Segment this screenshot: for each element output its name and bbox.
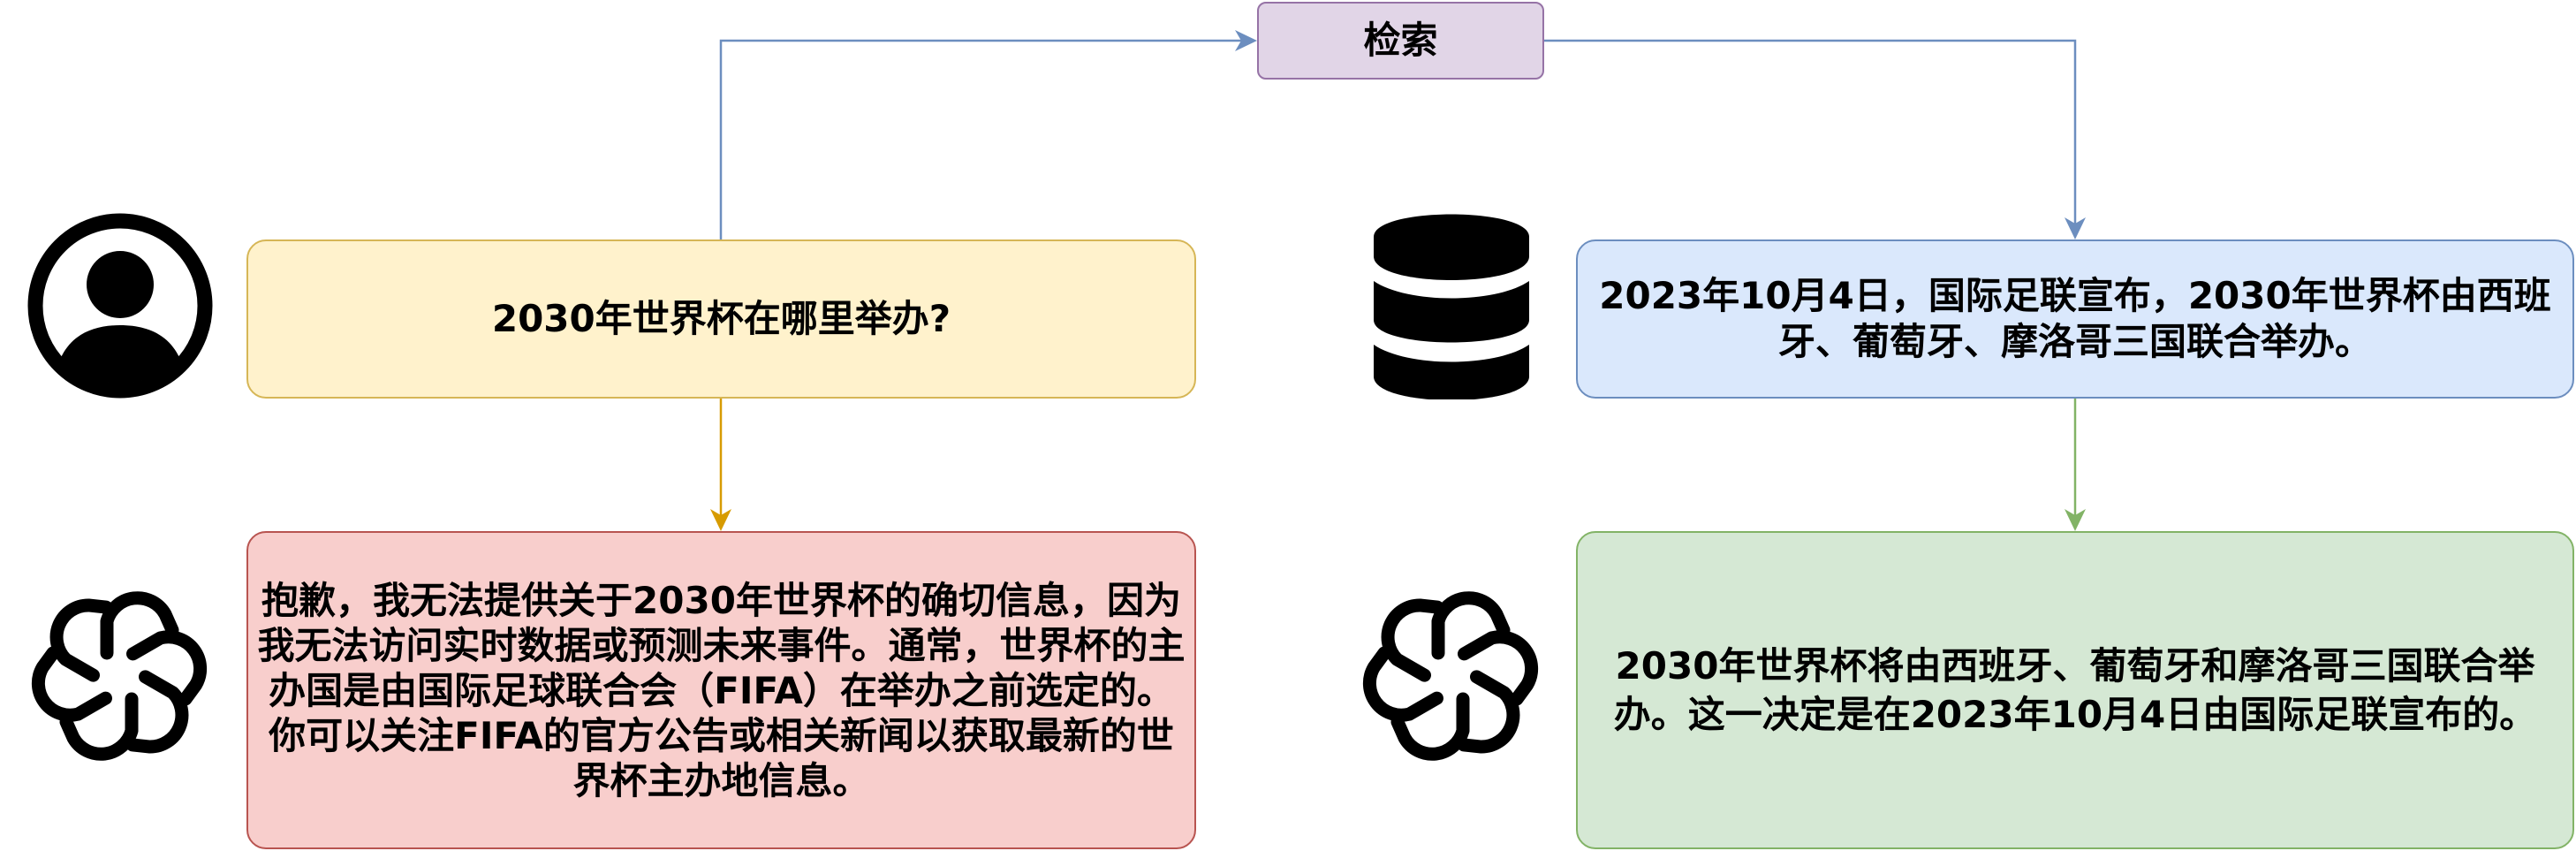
document-text: 2023年10月4日，国际足联宣布，2030年世界杯由西班牙、葡萄牙、摩洛哥三国… [1599, 274, 2551, 363]
retrieved-document-node: 2023年10月4日，国际足联宣布，2030年世界杯由西班牙、葡萄牙、摩洛哥三国… [1576, 239, 2574, 399]
openai-logo-icon [1362, 591, 1539, 761]
question-node: 2030年世界杯在哪里举办? [246, 239, 1196, 399]
answer-with-retrieval-text: 2030年世界杯将由西班牙、葡萄牙和摩洛哥三国联合举办。这一决定是在2023年1… [1613, 644, 2537, 736]
arrowhead-document [2065, 217, 2086, 239]
question-text: 2030年世界杯在哪里举办? [491, 297, 951, 340]
answer-with-retrieval-node: 2030年世界杯将由西班牙、葡萄牙和摩洛哥三国联合举办。这一决定是在2023年1… [1576, 531, 2574, 849]
retrieve-node: 检索 [1257, 2, 1544, 80]
answer-without-retrieval-text: 抱歉，我无法提供关于2030年世界杯的确切信息，因为我无法访问实时数据或预测未来… [257, 578, 1186, 802]
arrow-question-to-retrieve [719, 39, 1241, 239]
answer-without-retrieval-node: 抱歉，我无法提供关于2030年世界杯的确切信息，因为我无法访问实时数据或预测未来… [246, 531, 1196, 849]
arrowhead-answer-left [710, 509, 731, 531]
arrowhead-retrieve [1235, 30, 1257, 51]
database-icon [1374, 214, 1529, 399]
arrow-retrieve-to-document [1544, 39, 2077, 224]
openai-logo-icon [31, 591, 208, 761]
retrieve-label: 检索 [1363, 19, 1438, 62]
user-icon [27, 213, 213, 399]
arrowhead-answer-right [2065, 509, 2086, 531]
